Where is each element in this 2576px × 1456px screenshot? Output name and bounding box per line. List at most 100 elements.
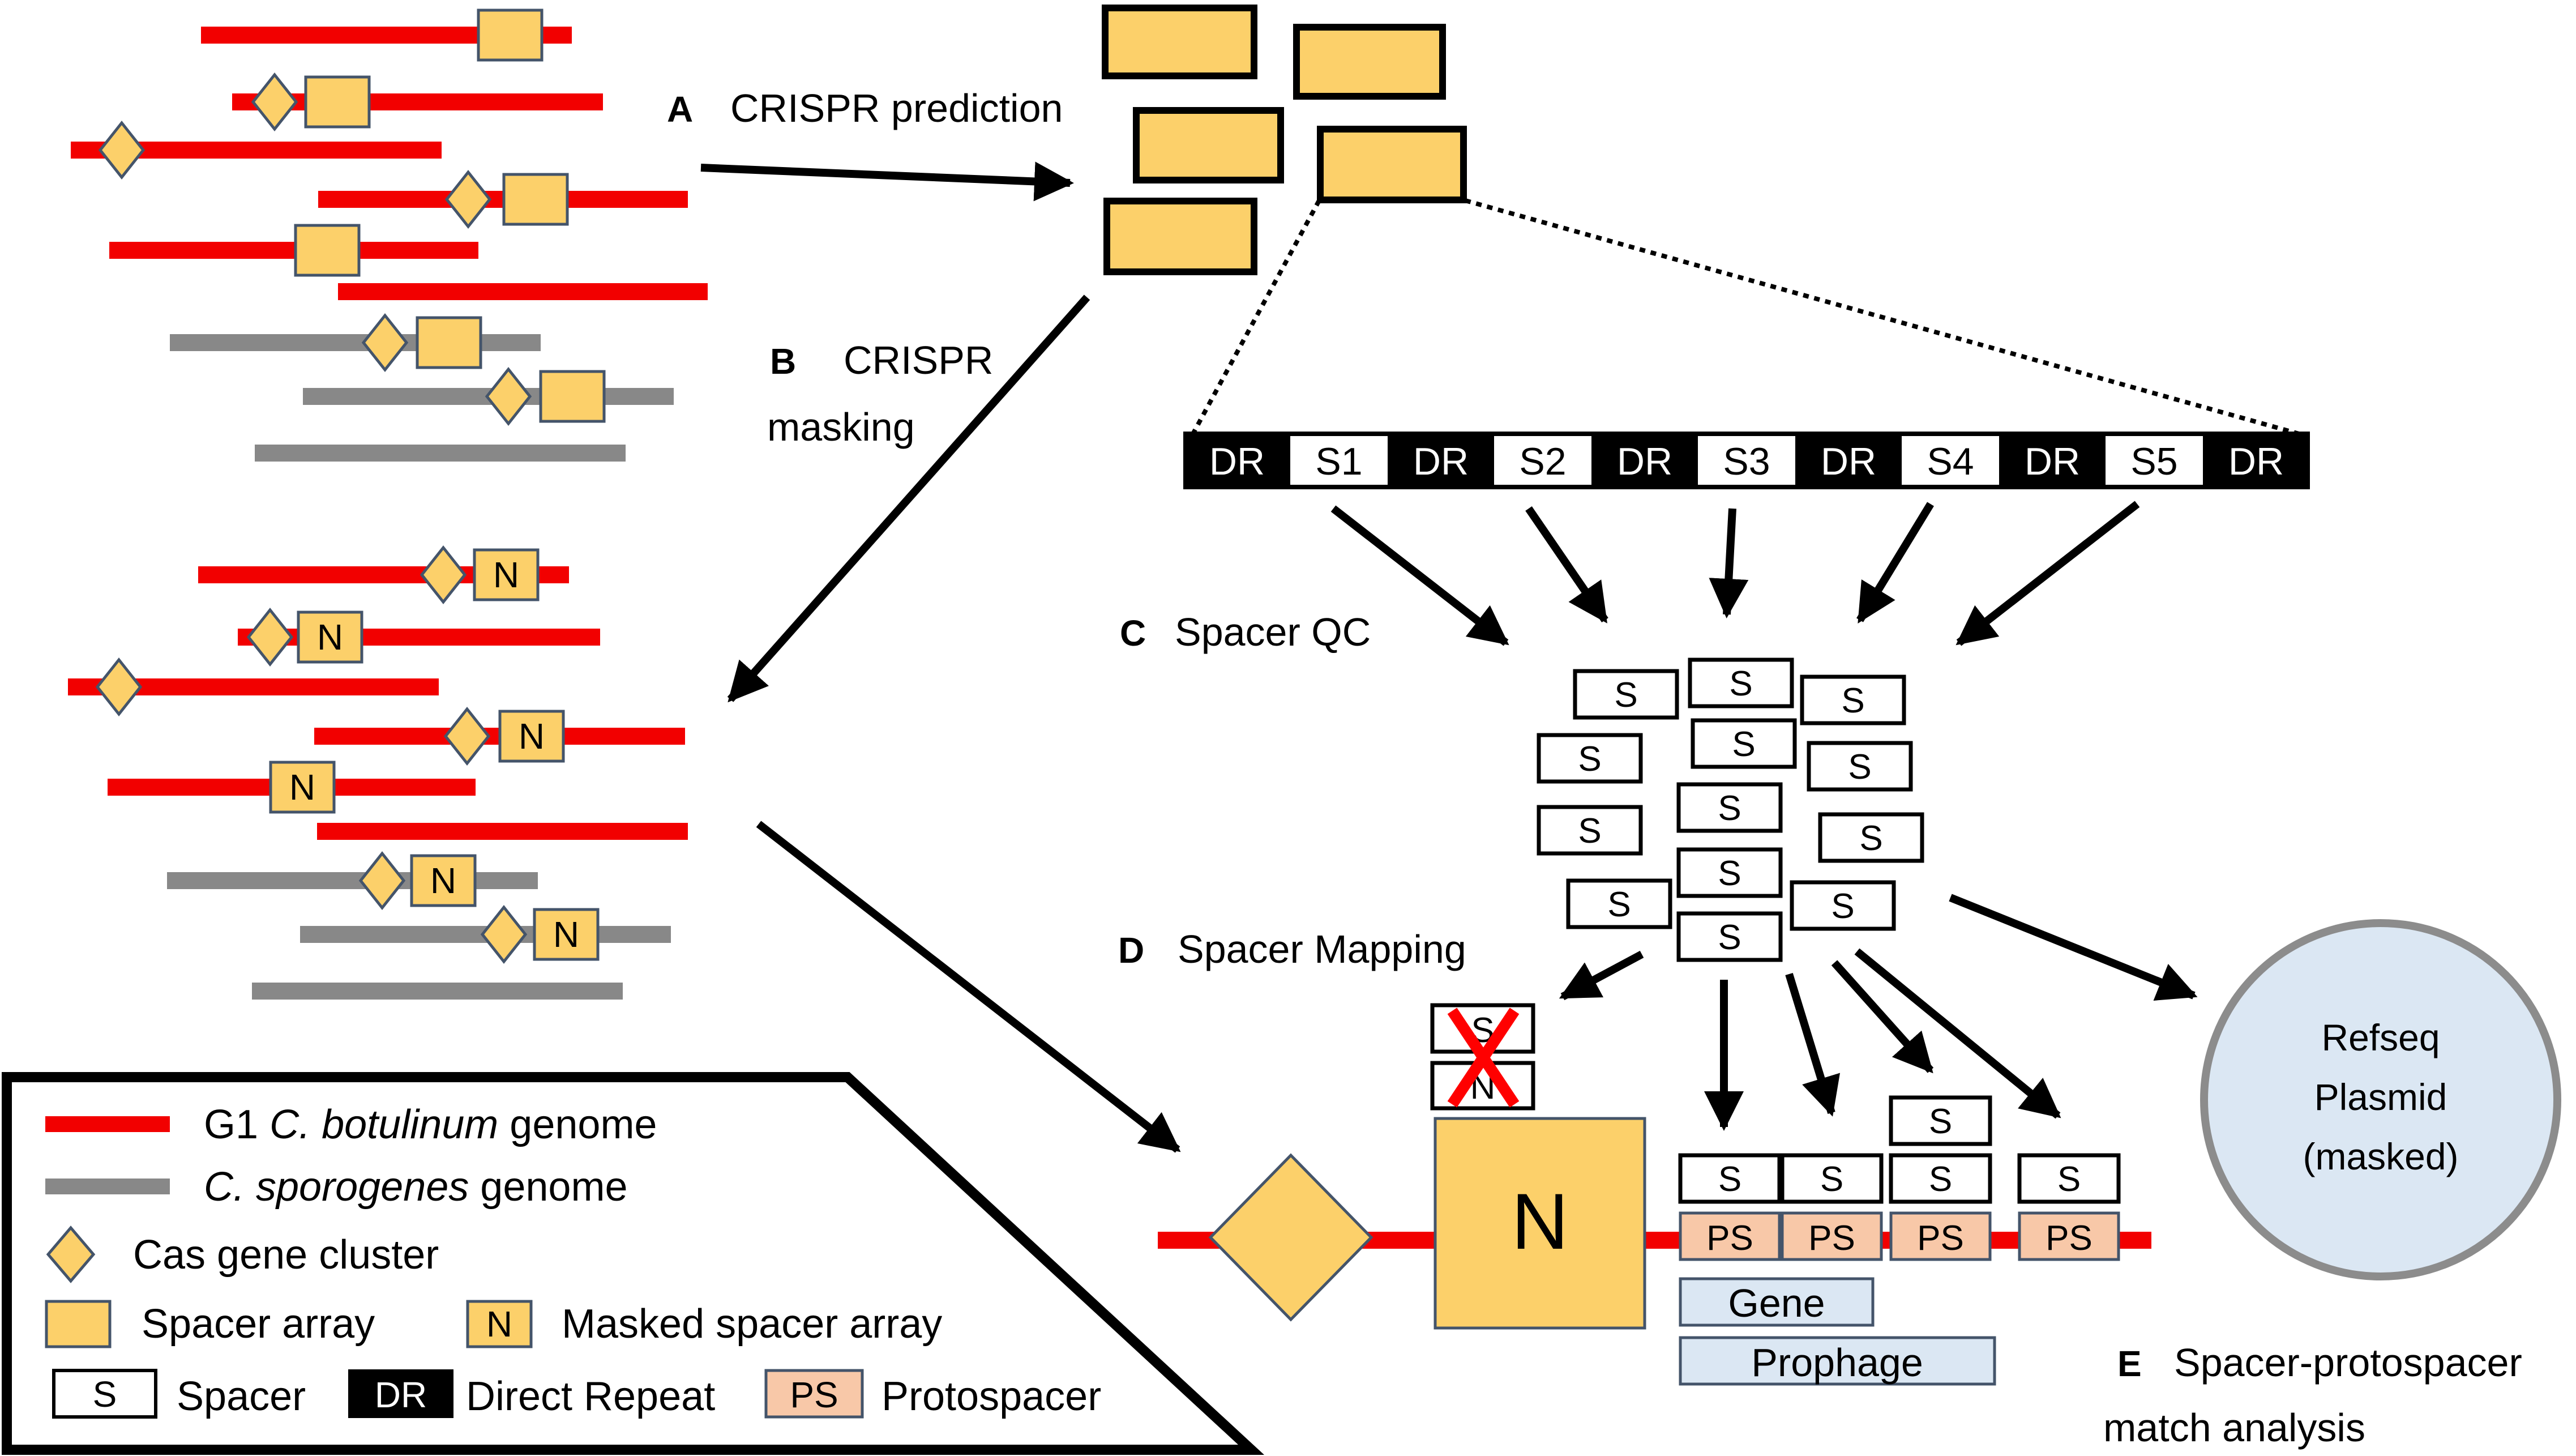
protospacer-box bbox=[1679, 1211, 1781, 1261]
spacer-array-box bbox=[502, 173, 569, 226]
protospacer-box bbox=[1781, 1211, 1883, 1261]
spacer-array-box bbox=[294, 224, 361, 277]
legend-spacer-key: S bbox=[93, 1374, 117, 1415]
masked-array-box bbox=[533, 908, 600, 961]
spacer-label-s3: S3 bbox=[1723, 440, 1770, 483]
step-b-label-line2: masking bbox=[767, 405, 915, 449]
spacer-box bbox=[1537, 805, 1643, 856]
predicted-array-1 bbox=[1102, 5, 1257, 79]
spacer-segment-s4 bbox=[1902, 436, 1999, 485]
step-e: E Spacer-protospacer match analysis bbox=[2103, 1340, 2522, 1450]
legend-spacer-label: Spacer bbox=[177, 1374, 306, 1419]
predicted-array-2 bbox=[1293, 24, 1446, 100]
step-b-label-line1: CRISPR bbox=[844, 338, 993, 382]
cas-cluster-diamond bbox=[420, 545, 467, 605]
step-b: B CRISPR masking bbox=[727, 294, 1090, 703]
legend-masked-label: Masked spacer array bbox=[562, 1301, 942, 1347]
spacer-box-label: S bbox=[1578, 812, 1601, 851]
spacer-label-s5: S5 bbox=[2130, 440, 2177, 483]
spacer-array-box bbox=[477, 8, 544, 62]
legend-cas-label: Cas gene cluster bbox=[133, 1232, 439, 1278]
prophage-box bbox=[1679, 1336, 1996, 1386]
step-b-letter: B bbox=[770, 341, 796, 382]
spacer-box bbox=[1790, 880, 1896, 931]
genome-contigs-unmasked bbox=[71, 8, 708, 462]
mapped-spacer-box-label: S bbox=[1929, 1102, 1952, 1141]
step-a-label: CRISPR prediction bbox=[730, 86, 1063, 130]
spacer-box bbox=[1573, 669, 1679, 720]
masked-array-box-label: N bbox=[553, 914, 579, 955]
x-mark-icon bbox=[1447, 1007, 1520, 1108]
spacer-box bbox=[1676, 847, 1783, 898]
masked-array-box-label: N bbox=[289, 767, 315, 808]
step-d-label: Spacer Mapping bbox=[1178, 927, 1466, 971]
masked-array-box-label: N bbox=[430, 860, 456, 901]
legend-spacer-array-swatch bbox=[45, 1300, 112, 1348]
legend-spacer-swatch bbox=[52, 1369, 157, 1419]
step-d-letter: D bbox=[1118, 930, 1144, 971]
legend-ps-key: PS bbox=[790, 1374, 838, 1415]
step-a: A CRISPR prediction bbox=[667, 86, 1074, 202]
gene-label: Gene bbox=[1728, 1281, 1825, 1325]
direct-repeat-label: DR bbox=[1821, 440, 1876, 483]
legend-spacer-array-label: Spacer array bbox=[142, 1301, 375, 1347]
direct-repeat-label: DR bbox=[2228, 440, 2284, 483]
step-e-label-line2: match analysis bbox=[2103, 1406, 2365, 1450]
spacer-box-label: S bbox=[1831, 887, 1854, 926]
gene-box bbox=[1679, 1277, 1875, 1327]
spacer-box bbox=[1807, 741, 1913, 792]
cas-cluster-diamond bbox=[95, 657, 143, 717]
zoom-lines bbox=[1189, 198, 2308, 438]
cas-cluster-diamond bbox=[444, 169, 492, 229]
cas-cluster-diamond bbox=[443, 706, 491, 766]
masked-array-box bbox=[473, 548, 540, 601]
mapped-spacer-box bbox=[1678, 1153, 1782, 1204]
step-e-label-line1: Spacer-protospacer bbox=[2174, 1340, 2522, 1385]
step-c: C Spacer QC bbox=[1120, 610, 1371, 654]
spacer-box bbox=[1676, 782, 1783, 833]
legend-dr-key: DR bbox=[375, 1374, 427, 1415]
mapped-spacer-box bbox=[2017, 1153, 2121, 1204]
protospacer-label: PS bbox=[1706, 1219, 1753, 1258]
spacer-box-label: S bbox=[1732, 725, 1755, 764]
predicted-array-3 bbox=[1133, 107, 1284, 183]
step-c-letter: C bbox=[1120, 613, 1146, 654]
masked-array-large-label: N bbox=[1511, 1177, 1568, 1266]
spacer-array-box bbox=[304, 75, 371, 129]
spacer-label-s2: S2 bbox=[1519, 440, 1566, 483]
spacer-segment-s1 bbox=[1290, 436, 1388, 485]
predicted-array-5 bbox=[1103, 198, 1257, 275]
spacer-array-box bbox=[416, 316, 482, 369]
spacer-box bbox=[1537, 733, 1643, 784]
spacer-box-label: S bbox=[1718, 854, 1741, 893]
spacer-segment-s2 bbox=[1494, 436, 1591, 485]
spacer-box bbox=[1818, 812, 1924, 863]
legend-dr-swatch bbox=[348, 1369, 453, 1418]
mapped-spacer-box bbox=[1780, 1153, 1884, 1204]
plasmid-label-line3: (masked) bbox=[2303, 1135, 2458, 1177]
spacer-box bbox=[1676, 911, 1783, 962]
legend-ps-label: Protospacer bbox=[882, 1374, 1101, 1419]
direct-repeat-label: DR bbox=[1209, 440, 1265, 483]
spacer-segment-s5 bbox=[2106, 436, 2203, 485]
cas-cluster-diamond bbox=[98, 120, 146, 180]
spacer-box bbox=[1688, 657, 1794, 708]
plasmid-label-line2: Plasmid bbox=[2314, 1076, 2447, 1118]
spacer-box-label: S bbox=[1841, 681, 1864, 720]
spacer-label-s1: S1 bbox=[1315, 440, 1362, 483]
cas-cluster-diamond-large bbox=[1208, 1153, 1373, 1322]
refseq-plasmid: Refseq Plasmid (masked) bbox=[2200, 919, 2561, 1280]
spacer-box-label: S bbox=[1718, 789, 1741, 828]
step-e-letter: E bbox=[2117, 1343, 2142, 1384]
spacer-box-label: S bbox=[1607, 885, 1631, 924]
spacer-segment-s3 bbox=[1698, 436, 1795, 485]
arrow-b bbox=[727, 294, 1090, 703]
spacer-qc-arrows bbox=[1330, 501, 2140, 646]
protospacer-box bbox=[2018, 1211, 2120, 1261]
protospacer-box bbox=[1889, 1211, 1992, 1261]
spacer-box-label: S bbox=[1614, 676, 1637, 715]
spacer-box-label: S bbox=[1578, 740, 1601, 779]
